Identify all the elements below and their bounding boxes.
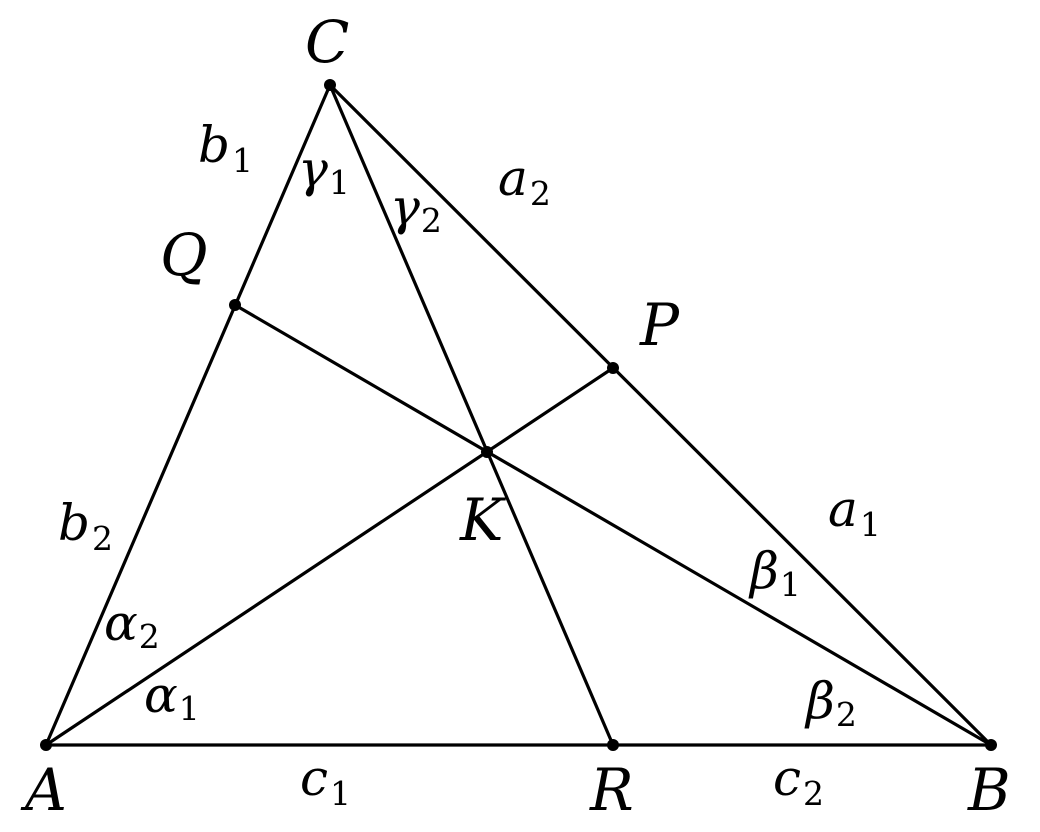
angle-label-gamma2-symbol: γ	[390, 178, 420, 236]
angle-label-gamma2: γ2	[390, 178, 442, 240]
side-label-a2: a2	[498, 149, 551, 213]
angle-label-alpha1-sub: 1	[179, 689, 200, 728]
side-label-a2-sub: 2	[530, 174, 551, 213]
angle-label-beta2-sub: 2	[836, 695, 857, 734]
side-label-c2-symbol: c	[773, 749, 801, 807]
angle-label-beta1: β1	[748, 542, 801, 604]
point-label-k: K	[459, 486, 507, 554]
angle-label-alpha2-sub: 2	[139, 617, 160, 656]
point-r-dot	[607, 739, 619, 751]
side-label-b1-sub: 1	[232, 141, 253, 180]
point-a-dot	[40, 739, 52, 751]
angle-label-gamma1: γ1	[298, 140, 350, 202]
cevian-cr	[328, 83, 615, 747]
angle-label-gamma1-symbol: γ	[298, 140, 328, 198]
angle-label-beta1-symbol: β	[748, 542, 779, 600]
side-label-c1-sub: 1	[330, 774, 351, 813]
side-label-b2: b2	[58, 494, 113, 558]
point-q-dot	[229, 299, 241, 311]
angle-label-alpha1: α1	[144, 666, 200, 728]
side-bc	[328, 83, 993, 747]
side-label-b2-symbol: b	[58, 494, 90, 552]
angle-label-gamma2-sub: 2	[421, 201, 442, 240]
point-label-r: R	[589, 756, 634, 824]
angle-label-beta2: β2	[804, 672, 857, 734]
point-p-dot	[607, 362, 619, 374]
cevian-bq	[233, 303, 993, 747]
angle-label-alpha2-symbol: α	[104, 594, 138, 652]
point-c-dot	[324, 79, 336, 91]
point-label-b: B	[967, 756, 1011, 824]
point-label-c: C	[305, 8, 349, 76]
side-label-a1-symbol: a	[828, 480, 858, 538]
side-label-c2: c2	[773, 749, 824, 813]
side-label-b2-sub: 2	[92, 519, 113, 558]
angle-label-beta1-sub: 1	[780, 565, 801, 604]
point-label-p: P	[639, 291, 680, 359]
angle-label-gamma1-sub: 1	[329, 163, 350, 202]
point-label-a: A	[20, 756, 67, 824]
side-label-c1: c1	[300, 749, 351, 813]
angle-label-beta2-symbol: β	[804, 672, 835, 730]
side-label-b1-symbol: b	[198, 116, 230, 174]
angle-label-alpha1-symbol: α	[144, 666, 178, 724]
side-label-b1: b1	[198, 116, 253, 180]
cevian-ap	[44, 366, 615, 747]
angle-label-alpha2: α2	[104, 594, 160, 656]
side-label-a1: a1	[828, 480, 881, 544]
side-label-a1-sub: 1	[860, 505, 881, 544]
point-b-dot	[985, 739, 997, 751]
side-label-c2-sub: 2	[803, 774, 824, 813]
point-k-dot	[481, 446, 493, 458]
point-label-q: Q	[160, 221, 208, 289]
side-label-a2-symbol: a	[498, 149, 528, 207]
side-ca	[44, 83, 332, 747]
side-label-c1-symbol: c	[300, 749, 328, 807]
